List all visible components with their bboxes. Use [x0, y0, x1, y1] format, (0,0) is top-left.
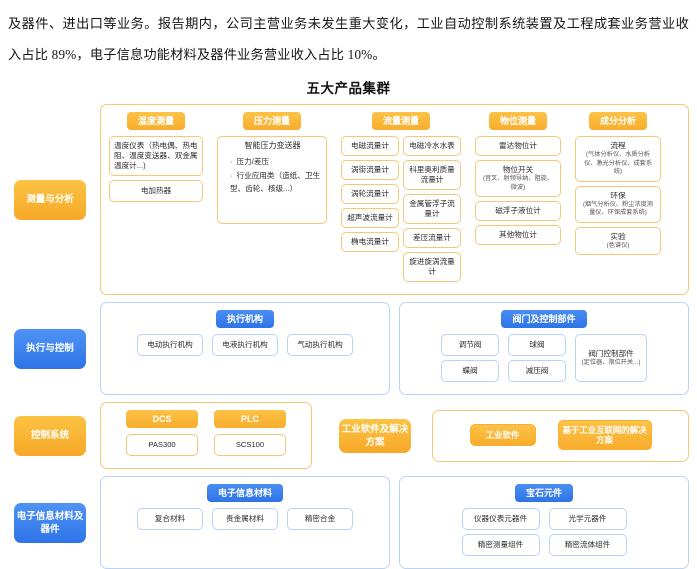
document-paragraph: 及器件、进出口等业务。报告期内，公司主营业务未发生重大变化，工业自动控制系统装置… — [0, 0, 697, 70]
group-composition: 成分分析 流程 (气体分析仪、水质分析仪、激光分析仪、成套系统) 环保 (烟气分… — [575, 112, 661, 259]
button-iiot-solution[interactable]: 基于工业互联网的解决方案 — [557, 420, 652, 450]
valve-control-sub: (定位器、限位开关...) — [581, 358, 641, 366]
diagram-row-actuation: 执行与控制 执行机构 电动执行机构 电液执行机构 气动执行机构 阀门及控制部件 … — [0, 302, 697, 395]
group-dcs: DCS PAS300 — [126, 410, 198, 460]
product-cluster-diagram: 测量与分析 温度测量 温度仪表（热电偶、热电阻、温度变送器、双金属温度计...)… — [0, 97, 697, 569]
lab-label: 实验 — [610, 231, 626, 241]
level-switch-sub: (音叉、射频导纳、阻旋、微波) — [482, 175, 554, 191]
cell-flow-r1[interactable]: 电磁冷水水表 — [403, 136, 461, 156]
group-plc: PLC SCS100 — [214, 410, 286, 460]
group-level: 物位测量 雷达物位计 物位开关 (音叉、射频导纳、阻旋、微波) 磁浮子液位计 其… — [475, 112, 561, 249]
process-sub: (气体分析仪、水质分析仪、激光分析仪、成套系统) — [583, 151, 653, 175]
cell-flow-l5[interactable]: 椭电流量计 — [341, 232, 399, 252]
cell-electric-actuator[interactable]: 电动执行机构 — [137, 334, 203, 356]
group-header-valve[interactable]: 阀门及控制部件 — [501, 310, 587, 328]
cell-composite-material[interactable]: 复合材料 — [137, 508, 203, 530]
group-header-electronic-material[interactable]: 电子信息材料 — [206, 484, 283, 502]
environment-sub: (烟气分析仪、粉尘浓度测量仪、环保成套系统) — [582, 200, 654, 217]
category-label-control-system[interactable]: 控制系统 — [14, 415, 86, 456]
pressure-title: 智能压力变送器 — [244, 141, 301, 150]
cell-precious-metal-material[interactable]: 贵金属材料 — [212, 508, 278, 530]
cell-lab-analysis[interactable]: 实验 (色谱仪) — [575, 226, 661, 255]
category-label-actuation[interactable]: 执行与控制 — [14, 328, 86, 369]
panel-gem-components: 宝石元件 仪器仪表元器件 精密测量组件 光学元器件 精密流体组件 — [399, 476, 689, 569]
cell-precision-measurement-assembly[interactable]: 精密测量组件 — [461, 534, 540, 556]
cell-ball-valve[interactable]: 球阀 — [508, 334, 566, 356]
panel-valve: 阀门及控制部件 调节阀 蝶阀 球阀 减压阀 阀门控制部件 (定位器、限位开关..… — [399, 302, 689, 395]
cell-process-analysis[interactable]: 流程 (气体分析仪、水质分析仪、激光分析仪、成套系统) — [575, 136, 661, 182]
cell-other-level[interactable]: 其他物位计 — [475, 225, 561, 245]
group-flow: 流量测量 电磁流量计 涡街流量计 涡轮流量计 超声波流量计 椭电流量计 电磁冷水… — [341, 112, 461, 286]
paragraph-text: 及器件、进出口等业务。报告期内，公司主营业务未发生重大变化，工业自动控制系统装置… — [8, 16, 689, 62]
flow-column-left: 电磁流量计 涡街流量计 涡轮流量计 超声波流量计 椭电流量计 — [341, 136, 399, 286]
category-label-industrial-software[interactable]: 工业软件及解决方案 — [339, 418, 411, 453]
cell-level-switch[interactable]: 物位开关 (音叉、射频导纳、阻旋、微波) — [475, 160, 561, 197]
cell-pressure-reducing-valve[interactable]: 减压阀 — [508, 360, 566, 382]
cell-valve-control-parts[interactable]: 阀门控制部件 (定位器、限位开关...) — [575, 334, 647, 382]
cell-environment-analysis[interactable]: 环保 (烟气分析仪、粉尘浓度测量仪、环保成套系统) — [575, 185, 661, 223]
cell-electric-heater[interactable]: 电加热器 — [109, 180, 203, 202]
cell-precision-alloy[interactable]: 精密合金 — [287, 508, 353, 530]
figure-title: 五大产品集群 — [306, 81, 391, 96]
cell-flow-l3[interactable]: 涡轮流量计 — [341, 184, 399, 204]
category-label-electronic-materials[interactable]: 电子信息材料及器件 — [14, 502, 86, 543]
cell-precision-fluid-assembly[interactable]: 精密流体组件 — [548, 534, 627, 556]
cell-control-valve[interactable]: 调节阀 — [441, 334, 499, 356]
pressure-bullet-2: 行业应用类（造纸、卫生型、齿轮、核级...） — [230, 169, 324, 195]
cell-flow-l4[interactable]: 超声波流量计 — [341, 208, 399, 228]
diagram-row-measurement: 测量与分析 温度测量 温度仪表（热电偶、热电阻、温度变送器、双金属温度计...)… — [0, 104, 697, 295]
valve-control-label: 阀门控制部件 — [588, 348, 634, 358]
group-header-plc[interactable]: PLC — [214, 410, 286, 428]
cell-flow-r2[interactable]: 科里奥利质量流量计 — [403, 160, 461, 190]
button-industrial-software[interactable]: 工业软件 — [469, 424, 536, 446]
panel-industrial-software: 工业软件 基于工业互联网的解决方案 — [432, 409, 689, 462]
cell-instrument-components[interactable]: 仪器仪表元器件 — [461, 508, 540, 530]
cell-flow-r3[interactable]: 金属管浮子流量计 — [403, 194, 461, 224]
panel-control-system: DCS PAS300 PLC SCS100 — [100, 402, 312, 469]
cell-optical-components[interactable]: 光学元器件 — [548, 508, 627, 530]
cell-magnetic-level[interactable]: 磁浮子液位计 — [475, 201, 561, 221]
cell-flow-l1[interactable]: 电磁流量计 — [341, 136, 399, 156]
cell-electrohydraulic-actuator[interactable]: 电液执行机构 — [212, 334, 278, 356]
group-header-gem-components[interactable]: 宝石元件 — [514, 484, 573, 502]
group-pressure: 压力测量 智能压力变送器 压力/差压 行业应用类（造纸、卫生型、齿轮、核级...… — [217, 112, 327, 228]
valve-grid-col2: 球阀 减压阀 — [508, 334, 566, 386]
group-temperature: 温度测量 温度仪表（热电偶、热电阻、温度变送器、双金属温度计...) 电加热器 — [109, 112, 203, 206]
group-header-level[interactable]: 物位测量 — [488, 112, 547, 130]
environment-label: 环保 — [610, 190, 626, 200]
cell-flow-r5[interactable]: 旋进旋涡流量计 — [403, 252, 461, 282]
cell-scs100[interactable]: SCS100 — [214, 434, 286, 456]
cell-temperature-instruments[interactable]: 温度仪表（热电偶、热电阻、温度变送器、双金属温度计...) — [109, 136, 203, 176]
category-label-measurement[interactable]: 测量与分析 — [14, 179, 86, 220]
panel-actuator: 执行机构 电动执行机构 电液执行机构 气动执行机构 — [100, 302, 390, 395]
panel-electronic-material: 电子信息材料 复合材料 贵金属材料 精密合金 — [100, 476, 390, 569]
group-header-composition[interactable]: 成分分析 — [588, 112, 647, 130]
diagram-row-electronic-materials: 电子信息材料及器件 电子信息材料 复合材料 贵金属材料 精密合金 宝石元件 仪器… — [0, 476, 697, 569]
diagram-row-control-system: 控制系统 DCS PAS300 PLC SCS100 工业软件及解决方案 工业软… — [0, 402, 697, 469]
cell-pressure-transmitter[interactable]: 智能压力变送器 压力/差压 行业应用类（造纸、卫生型、齿轮、核级...） — [217, 136, 327, 224]
cell-pneumatic-actuator[interactable]: 气动执行机构 — [287, 334, 353, 356]
panel-measurement: 温度测量 温度仪表（热电偶、热电阻、温度变送器、双金属温度计...) 电加热器 … — [100, 104, 689, 295]
group-header-dcs[interactable]: DCS — [126, 410, 198, 428]
gem-grid-col1: 仪器仪表元器件 精密测量组件 — [461, 508, 540, 560]
valve-grid-col1: 调节阀 蝶阀 — [441, 334, 499, 386]
group-header-pressure[interactable]: 压力测量 — [242, 112, 301, 130]
flow-column-right: 电磁冷水水表 科里奥利质量流量计 金属管浮子流量计 差压流量计 旋进旋涡流量计 — [403, 136, 461, 286]
level-switch-label: 物位开关 — [502, 165, 534, 174]
cell-flow-r4[interactable]: 差压流量计 — [403, 228, 461, 248]
cell-pas300[interactable]: PAS300 — [126, 434, 198, 456]
cell-radar-level[interactable]: 雷达物位计 — [475, 136, 561, 156]
pressure-bullet-1: 压力/差压 — [230, 155, 324, 168]
group-header-temperature[interactable]: 温度测量 — [126, 112, 185, 130]
cell-flow-l2[interactable]: 涡街流量计 — [341, 160, 399, 180]
group-header-flow[interactable]: 流量测量 — [371, 112, 430, 130]
group-header-actuator[interactable]: 执行机构 — [215, 310, 274, 328]
gem-grid-col2: 光学元器件 精密流体组件 — [548, 508, 627, 560]
process-label: 流程 — [610, 141, 626, 150]
cell-butterfly-valve[interactable]: 蝶阀 — [441, 360, 499, 382]
lab-sub: (色谱仪) — [606, 241, 630, 249]
